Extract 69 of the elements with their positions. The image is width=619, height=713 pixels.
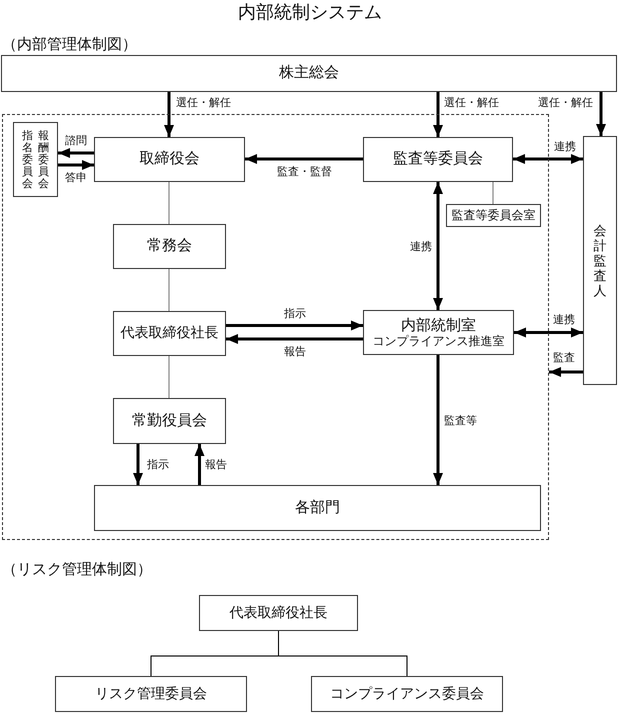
edge-label: 選任・解任 bbox=[176, 97, 231, 110]
org-box bbox=[13, 122, 58, 197]
org-box bbox=[199, 595, 358, 631]
arrow bbox=[514, 328, 583, 338]
edge-label: 諮問 bbox=[65, 135, 87, 148]
edge-label: 指示 bbox=[147, 459, 169, 472]
arrow bbox=[164, 92, 174, 137]
org-box bbox=[55, 676, 247, 712]
unit-name: 常務会 bbox=[147, 238, 192, 255]
org-box bbox=[311, 676, 503, 712]
arrow bbox=[226, 320, 363, 330]
org-box bbox=[113, 224, 226, 269]
edge-label: 監査等 bbox=[444, 415, 477, 428]
org-box bbox=[583, 136, 617, 385]
edge-label: 指示 bbox=[284, 308, 306, 321]
connector-line bbox=[168, 182, 170, 224]
edge-label: 報告 bbox=[284, 346, 306, 359]
edge-label: 連携 bbox=[410, 241, 432, 254]
unit-name: コンプライアンス推進室 bbox=[372, 334, 504, 348]
arrow bbox=[433, 92, 443, 137]
unit-name: 監査等委員会 bbox=[393, 151, 483, 168]
org-box bbox=[363, 310, 514, 355]
connector-line bbox=[168, 268, 170, 312]
edge-label: 選任・解任 bbox=[538, 97, 593, 110]
org-box bbox=[363, 137, 513, 182]
edge-label: 監査・監督 bbox=[277, 166, 332, 179]
unit-name: 会計監査人 bbox=[593, 223, 607, 298]
arrow bbox=[58, 160, 94, 170]
unit-name: 指名委員会 bbox=[22, 130, 34, 190]
edge-label: 連携 bbox=[553, 314, 575, 327]
arrow bbox=[58, 148, 94, 158]
unit-name: 取締役会 bbox=[140, 151, 200, 168]
section-heading: （内部管理体制図） bbox=[2, 37, 137, 54]
connector-line bbox=[492, 182, 494, 204]
edge-label: 報告 bbox=[205, 459, 227, 472]
arrow bbox=[194, 444, 204, 485]
arrow bbox=[433, 355, 443, 485]
diagram-title: 内部統制システム bbox=[238, 2, 382, 22]
unit-name: 報酬委員会 bbox=[38, 130, 50, 190]
org-box bbox=[94, 485, 541, 531]
org-box bbox=[113, 311, 226, 356]
org-box bbox=[113, 398, 226, 444]
arrow bbox=[513, 154, 583, 164]
arrow bbox=[133, 444, 143, 485]
group-frame bbox=[2, 114, 549, 540]
arrow bbox=[596, 92, 606, 136]
edge-label: 連携 bbox=[554, 141, 576, 154]
arrow bbox=[226, 334, 363, 344]
edge-label: 選任・解任 bbox=[444, 97, 499, 110]
edge-label: 監査 bbox=[553, 352, 575, 365]
section-heading: （リスク管理体制図） bbox=[2, 562, 152, 579]
unit-name: 監査等委員会室 bbox=[452, 209, 536, 222]
unit-name: 常勤役員会 bbox=[132, 412, 207, 430]
arrow bbox=[433, 182, 443, 310]
unit-name: 各部門 bbox=[295, 500, 340, 516]
arrow bbox=[245, 154, 363, 164]
org-box bbox=[1, 55, 617, 92]
unit-name: 代表取締役社長 bbox=[230, 606, 328, 620]
org-box bbox=[94, 137, 245, 182]
org-box bbox=[446, 204, 541, 227]
unit-name: リスク管理委員会 bbox=[95, 686, 207, 702]
arrow bbox=[549, 367, 583, 377]
unit-name: 内部統制室 bbox=[401, 318, 476, 334]
unit-name: 株主総会 bbox=[279, 65, 339, 82]
connector-line bbox=[278, 630, 408, 676]
unit-name: 代表取締役社長 bbox=[120, 326, 218, 341]
unit-name: コンプライアンス委員会 bbox=[330, 686, 484, 702]
edge-label: 答申 bbox=[65, 172, 87, 185]
connector-line bbox=[168, 356, 170, 398]
